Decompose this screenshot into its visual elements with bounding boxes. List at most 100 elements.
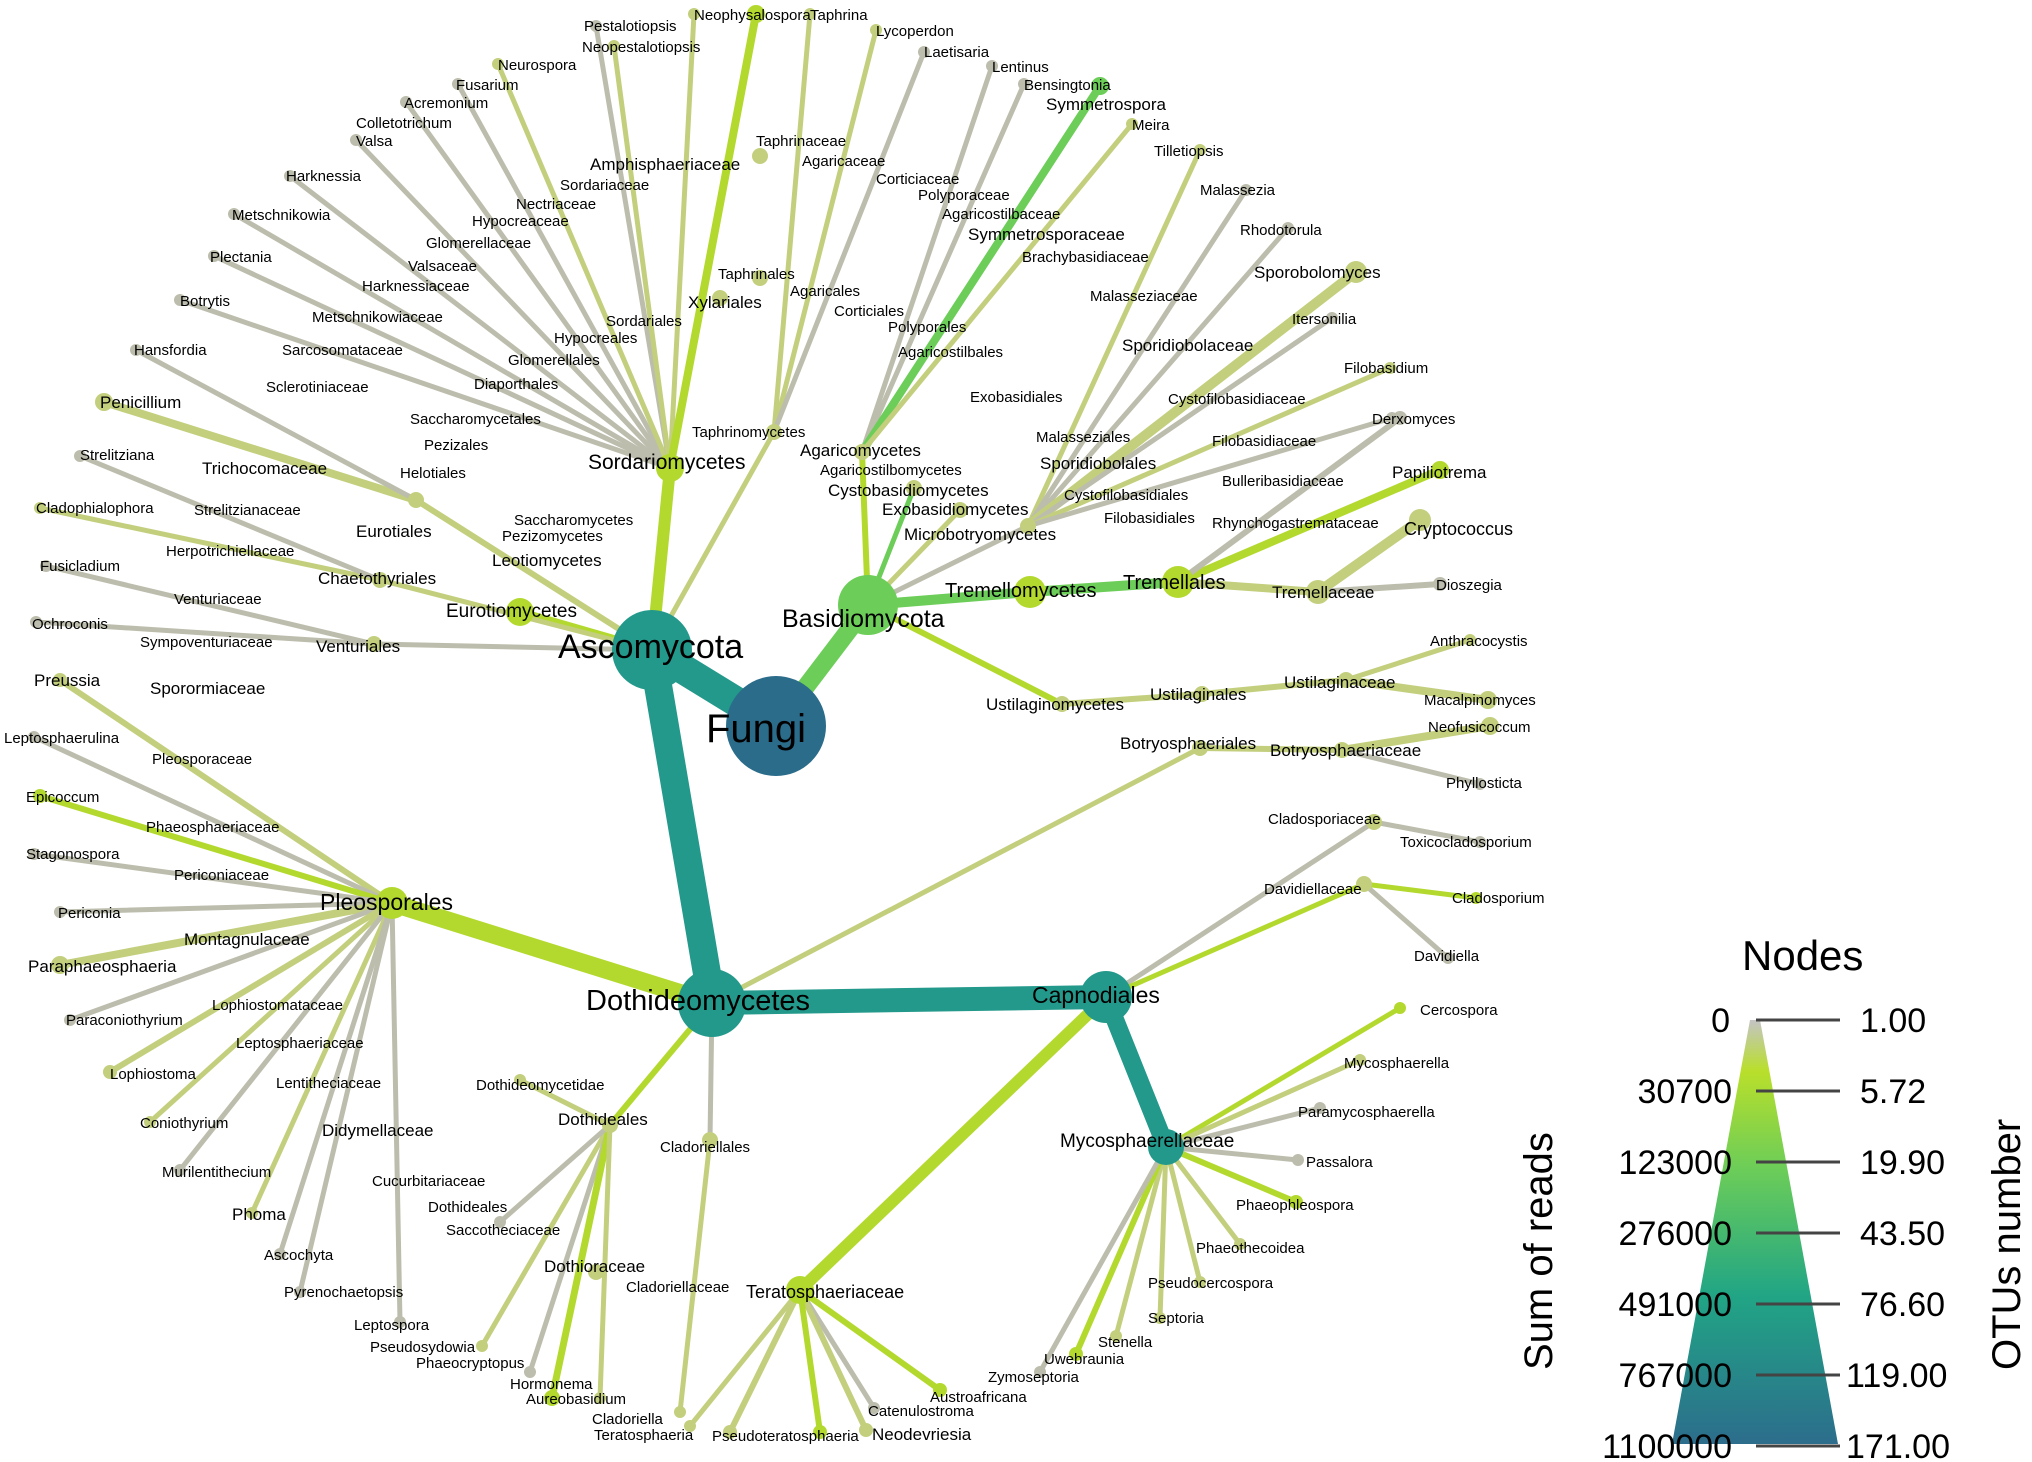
edge-tera-leaf7_5 bbox=[687, 1287, 803, 1429]
label-chaetothyriales: Chaetothyriales bbox=[318, 569, 436, 588]
label-montagnulaceae: Montagnulaceae bbox=[184, 930, 310, 949]
label-pseudoteratosphaeria: Pseudoteratosphaeria bbox=[712, 1428, 859, 1445]
node-leaf14_5 bbox=[400, 96, 412, 108]
label-cystofilobasidiales: Cystofilobasidiales bbox=[1064, 487, 1188, 504]
label-bulleribasidiaceae: Bulleribasidiaceae bbox=[1222, 473, 1344, 490]
legend: Nodes 0 30700 123000 276000 491000 76700… bbox=[1517, 932, 2029, 1462]
edge-dothd-leaf9_2 bbox=[548, 1121, 614, 1402]
edge-chae-leaf12_0 bbox=[37, 505, 383, 583]
label-symmetrospora: Symmetrospora bbox=[1046, 95, 1167, 114]
edge-dothd-leaf9_1 bbox=[527, 1122, 613, 1375]
label-catenulostroma: Catenulostroma bbox=[868, 1403, 975, 1420]
node-leaf12_0 bbox=[34, 502, 46, 514]
label-dothideomycetidae: Dothideomycetidae bbox=[476, 1077, 604, 1094]
label-dioszegia: Dioszegia bbox=[1436, 577, 1503, 594]
node-leaf17_0 bbox=[1194, 144, 1206, 156]
label-lentinus: Lentinus bbox=[992, 59, 1049, 76]
label-sordariomycetes: Sordariomycetes bbox=[588, 451, 746, 474]
label-preussia: Preussia bbox=[34, 671, 101, 690]
label-tilletiopsis: Tilletiopsis bbox=[1154, 143, 1223, 160]
edge-sord-leaf14_4 bbox=[353, 137, 673, 471]
node-leaf16_1 bbox=[1018, 78, 1030, 90]
node-leaf14_8 bbox=[590, 20, 602, 32]
node-leaf9_0 bbox=[476, 1340, 488, 1352]
node-ustm bbox=[1054, 696, 1070, 712]
label-botryosphaeriaceae: Botryosphaeriaceae bbox=[1270, 741, 1421, 760]
label-sordariaceae: Sordariaceae bbox=[560, 177, 649, 194]
legend-title: Nodes bbox=[1742, 932, 1863, 979]
label-cucurbitariaceae: Cucurbitariaceae bbox=[372, 1173, 485, 1190]
node-leaf6_9 bbox=[1069, 1347, 1083, 1361]
edge-micm-leaf17_5 bbox=[1025, 365, 1393, 529]
node-leaf8_0 bbox=[674, 1406, 686, 1418]
label-corticiaceae: Corticiaceae bbox=[876, 171, 959, 188]
node-leaf10_3 bbox=[28, 848, 40, 860]
label-stagonospora: Stagonospora bbox=[26, 846, 120, 863]
label-papiliotrema: Papiliotrema bbox=[1392, 463, 1487, 482]
label-paramycosphaerella: Paramycosphaerella bbox=[1298, 1104, 1435, 1121]
label-cystobasidiomycetes: Cystobasidiomycetes bbox=[828, 481, 989, 500]
node-leaf15_1 bbox=[870, 24, 882, 36]
label-epicoccum: Epicoccum bbox=[26, 789, 99, 806]
node-leaf6_0 bbox=[1394, 1002, 1406, 1014]
node-leaf4_0 bbox=[1474, 836, 1486, 848]
node-leaf10_2 bbox=[33, 789, 47, 803]
label-herpotrichiellaceae: Herpotrichiellaceae bbox=[166, 543, 294, 560]
edge-trmyc-trem bbox=[1025, 577, 1183, 597]
edge-tremc-leaf0_0 bbox=[1313, 515, 1425, 597]
node-botra bbox=[1192, 740, 1208, 756]
label-sympoventuriaceae: Sympoventuriaceae bbox=[140, 634, 273, 651]
edge-capn-davc bbox=[1103, 881, 1367, 1000]
legend-right-tick-3: 43.50 bbox=[1860, 1215, 1945, 1253]
edge-capn-myco bbox=[1097, 988, 1175, 1156]
node-leaf6_8 bbox=[1110, 1330, 1122, 1342]
label-hansfordia: Hansfordia bbox=[134, 342, 207, 359]
node-leaf6_1 bbox=[1354, 1054, 1366, 1066]
label-austroafricana: Austroafricana bbox=[930, 1389, 1027, 1406]
node-leaf0_1 bbox=[1433, 577, 1447, 591]
legend-right-tick-4: 76.60 bbox=[1860, 1286, 1945, 1324]
edge-sord-leaf14_11 bbox=[666, 10, 760, 472]
label-cladosporium: Cladosporium bbox=[1452, 890, 1545, 907]
label-ochroconis: Ochroconis bbox=[32, 616, 108, 633]
node-leaf6_5 bbox=[1234, 1238, 1246, 1250]
edge-cladc-leaf4_0 bbox=[1371, 819, 1483, 845]
node-leaf10_13 bbox=[394, 1316, 406, 1328]
node-leaf9_1 bbox=[524, 1366, 536, 1378]
node-cladc bbox=[1366, 814, 1382, 830]
edge-tremc-leaf0_1 bbox=[1315, 581, 1443, 595]
label-venturiaceae: Venturiaceae bbox=[174, 591, 262, 608]
label-phyllosticta: Phyllosticta bbox=[1446, 775, 1523, 792]
label-derxomyces: Derxomyces bbox=[1372, 411, 1455, 428]
label-phaeosphaeriaceae: Phaeosphaeriaceae bbox=[146, 819, 279, 836]
edge-doth-capn bbox=[700, 985, 1118, 1015]
node-leaf16_3 bbox=[1126, 118, 1138, 130]
label-paraphaeosphaeria: Paraphaeosphaeria bbox=[28, 957, 177, 976]
node-leaf11_0 bbox=[30, 616, 42, 628]
label-neophysalospora: Neophysalospora bbox=[694, 7, 811, 24]
node-sord bbox=[656, 454, 684, 482]
edge-capn-cladc bbox=[1103, 819, 1377, 1000]
edge-eurl-leaf13_1 bbox=[133, 347, 419, 503]
edge-sord-leaf14_8 bbox=[593, 23, 673, 471]
label-agaricostilbomycetes: Agaricostilbomycetes bbox=[820, 462, 962, 479]
edge-ustc-leaf2_1 bbox=[1342, 676, 1492, 704]
label-tremellomycetes: Tremellomycetes bbox=[945, 580, 1097, 602]
node-leaf0_0 bbox=[1409, 509, 1431, 531]
node-leaf17_1 bbox=[1240, 184, 1252, 196]
edge-tera-leaf7_4 bbox=[727, 1287, 803, 1435]
node-leaf14_0 bbox=[174, 294, 186, 306]
edge-dothd-leaf9_4 bbox=[497, 1122, 613, 1225]
label-tremellaceae: Tremellaceae bbox=[1272, 583, 1374, 602]
edge-clrl-leaf8_0 bbox=[677, 1137, 713, 1415]
node-leaf1_0 bbox=[1431, 461, 1449, 479]
label-cladoriellaceae: Cladoriellaceae bbox=[626, 1279, 729, 1296]
label-glomerellaceae: Glomerellaceae bbox=[426, 235, 531, 252]
legend-left-tick-1: 30700 bbox=[1637, 1073, 1732, 1111]
legend-right-tick-0: 1.00 bbox=[1860, 1002, 1926, 1040]
node-leaf15_0 bbox=[804, 8, 816, 20]
label-sporormiaceae: Sporormiaceae bbox=[150, 679, 265, 698]
node-leaf6_6 bbox=[1194, 1276, 1206, 1288]
node-agarm bbox=[854, 444, 870, 460]
label-pleosporales: Pleosporales bbox=[320, 889, 453, 915]
